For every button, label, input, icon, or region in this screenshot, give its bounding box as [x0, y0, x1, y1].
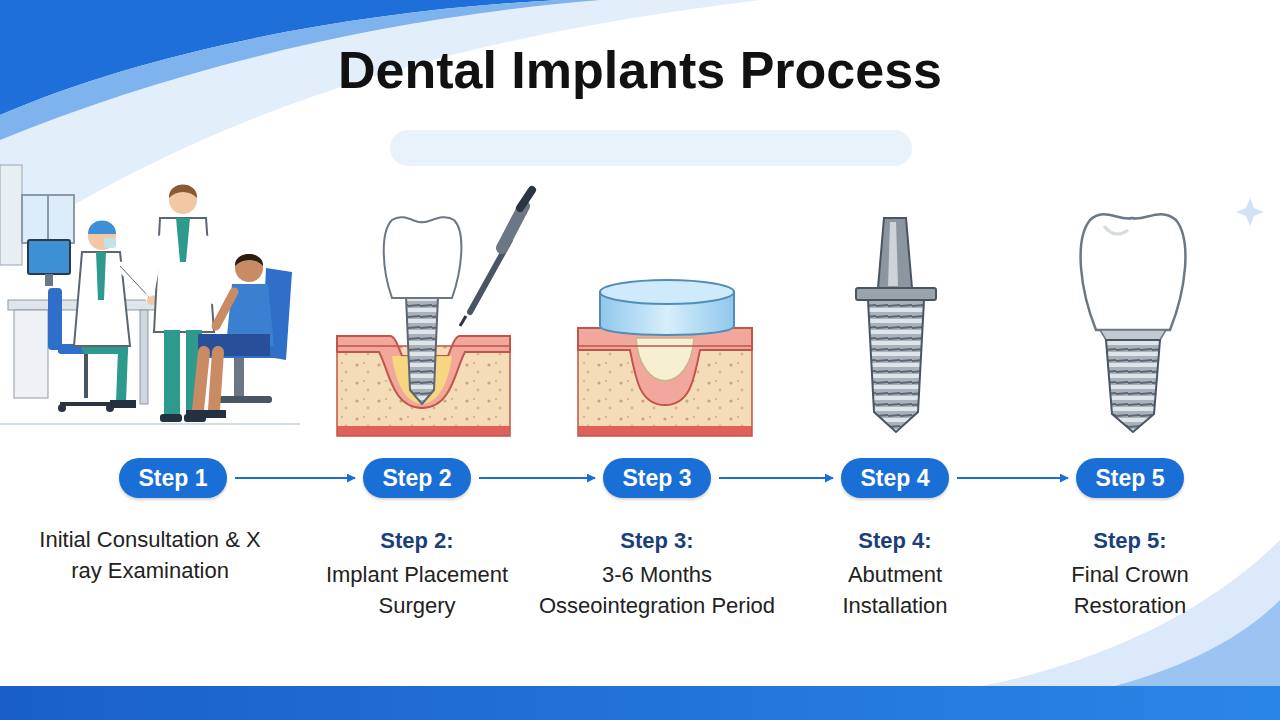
implant-surgery-illustration-part [337, 426, 510, 436]
clinic-scene-part [120, 266, 150, 298]
implant-surgery-illustration-part [406, 296, 438, 404]
step-label: Step 2 [382, 465, 451, 492]
clinic-scene-part [116, 350, 128, 402]
healing-cap-illustration-part [578, 328, 752, 405]
crown-illustration [1081, 198, 1264, 432]
clinic-scene-part [120, 266, 150, 298]
clinic-scene-part [198, 352, 204, 410]
abutment-illustration-part [878, 218, 912, 288]
step-caption: Initial Consultation & X ray Examination [30, 524, 270, 586]
clinic-scene-part [48, 288, 62, 350]
step-label: Step 3 [622, 465, 691, 492]
abutment-illustration [856, 218, 936, 432]
step-heading: Step 2: [317, 525, 517, 556]
clinic-scene-part [203, 410, 226, 418]
clinic-scene-part [176, 218, 190, 262]
step-caption: Abutment Installation [825, 559, 965, 621]
implant-surgery-illustration-part [520, 190, 532, 208]
background-swoosh-part [0, 686, 1280, 720]
clinic-scene-part [104, 238, 116, 248]
clinic-scene-part [14, 310, 48, 398]
healing-cap-illustration-part [578, 346, 752, 436]
step-heading: Step 4: [815, 525, 975, 556]
clinic-scene-part [96, 252, 106, 300]
clinic-scene-part [160, 414, 182, 422]
crown-illustration-part [1081, 214, 1186, 330]
clinic-scene-part [0, 423, 300, 425]
step-label: Step 5 [1095, 465, 1164, 492]
healing-cap-illustration-part [636, 338, 694, 381]
step-caption: 3-6 Months Osseointegration Period [532, 559, 782, 621]
clinic-scene-part [47, 195, 49, 243]
background-swoosh-part [960, 540, 1280, 690]
clinic-scene-part [154, 218, 214, 332]
clinic-scene-part [22, 195, 74, 243]
step-pill: Step 1 [119, 458, 227, 498]
clinic-scene-part [110, 400, 136, 408]
step-pill: Step 5 [1076, 458, 1184, 498]
clinic-scene-part [0, 165, 22, 265]
step-heading: Step 3: [557, 525, 757, 556]
clinic-scene-part [164, 330, 180, 418]
abutment-illustration-part [856, 288, 936, 300]
flow-arrow [957, 477, 1068, 479]
clinic-scene-part [140, 310, 148, 404]
clinic-scene-part [88, 221, 116, 235]
implant-surgery-illustration-part [502, 206, 524, 248]
clinic-scene-part [235, 254, 263, 266]
implant-surgery-illustration [337, 190, 532, 436]
clinic-scene [0, 165, 300, 424]
clinic-scene-part [216, 292, 234, 326]
flow-arrow [235, 477, 355, 479]
step-pill: Step 2 [363, 458, 471, 498]
step-label: Step 4 [860, 465, 929, 492]
step-pill: Step 3 [603, 458, 711, 498]
step-heading: Step 5: [1050, 525, 1210, 556]
clinic-scene-part [45, 274, 53, 286]
crown-illustration-part [1104, 226, 1128, 234]
clinic-scene-part [214, 352, 218, 410]
step-caption: Implant Placement Surgery [312, 559, 522, 621]
crown-illustration-part [1106, 340, 1160, 432]
healing-cap-illustration-part [578, 426, 752, 436]
crown-illustration-part [1236, 198, 1264, 226]
flow-arrow [479, 477, 595, 479]
flow-arrow [719, 477, 833, 479]
healing-cap-illustration-part [600, 280, 734, 304]
clinic-scene-part [206, 240, 214, 300]
background-swoosh-part [390, 130, 912, 166]
background-swoosh-part [0, 0, 760, 250]
clinic-scene-part [234, 358, 244, 398]
clinic-scene-part [235, 254, 263, 282]
implant-surgery-illustration-part [460, 316, 466, 326]
clinic-scene-part [28, 240, 70, 274]
step-caption: Final Crown Restoration [1055, 559, 1205, 621]
healing-cap-illustration [578, 280, 752, 436]
step-pill: Step 4 [841, 458, 949, 498]
diagram-title: Dental Implants Process [0, 40, 1280, 100]
abutment-illustration-part [868, 300, 924, 432]
abutment-illustration-part [888, 222, 898, 286]
implant-surgery-illustration-part [384, 217, 462, 298]
clinic-scene-part [169, 185, 197, 199]
clinic-scene-part [150, 240, 160, 292]
clinic-scene-part [58, 404, 66, 412]
step-label: Step 1 [138, 465, 207, 492]
clinic-scene-part [212, 396, 272, 403]
clinic-scene-part [60, 402, 112, 406]
clinic-scene-part [84, 354, 88, 398]
crown-illustration-part [1100, 330, 1166, 340]
